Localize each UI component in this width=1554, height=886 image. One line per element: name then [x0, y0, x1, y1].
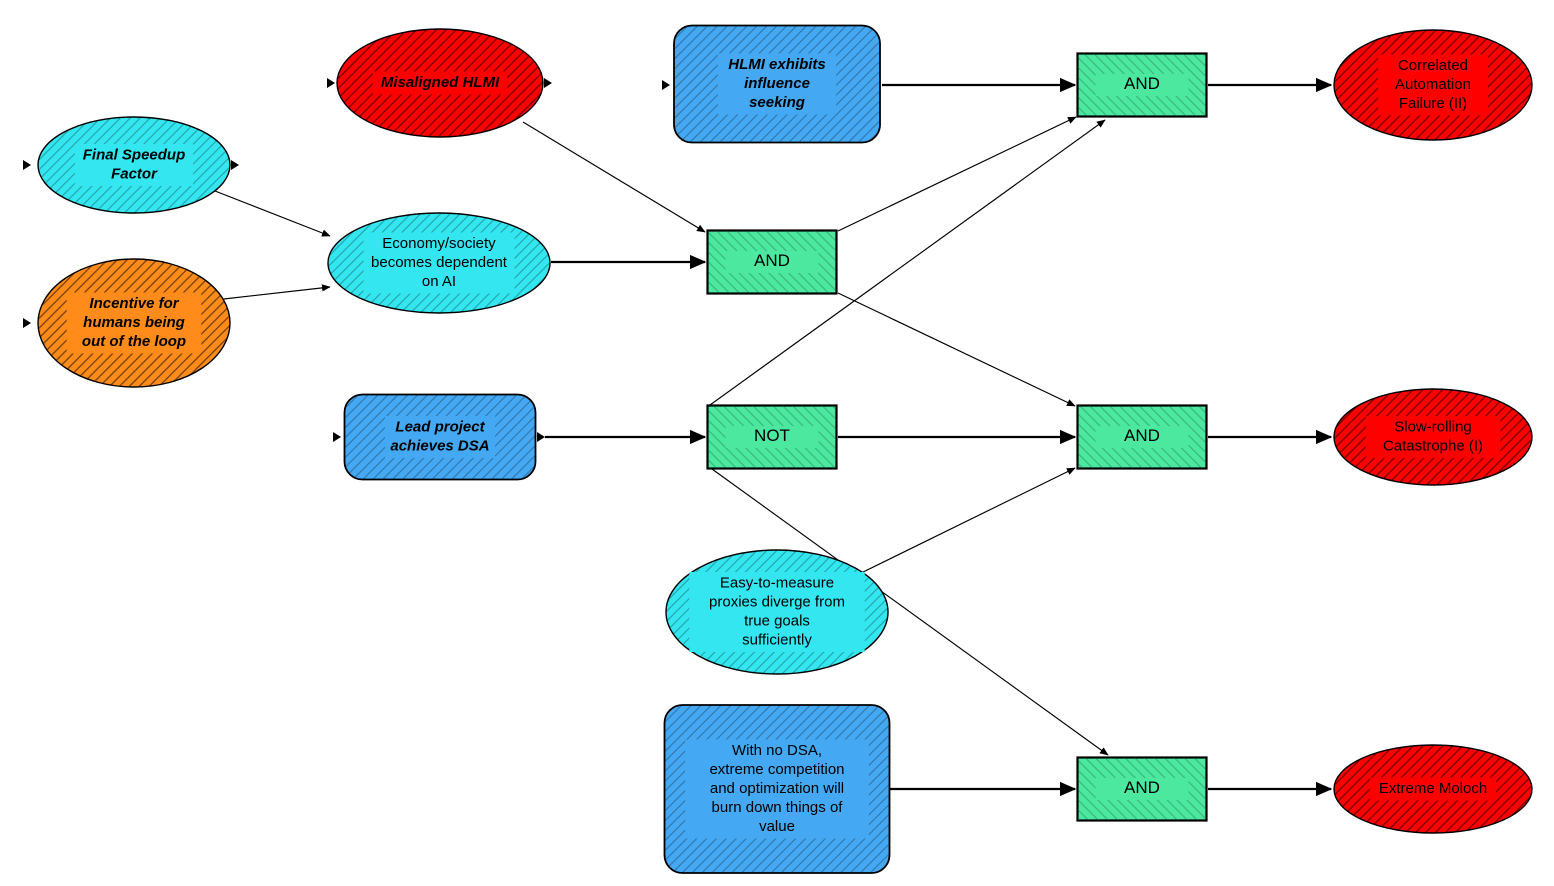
edge-stub-arrow [327, 78, 335, 88]
edge [837, 116, 1077, 232]
node-gate-and-correlated[interactable]: AND [1076, 52, 1208, 118]
edge-stub-arrow [333, 432, 341, 442]
node-label: AND [1124, 74, 1160, 93]
edges-layer [214, 77, 1333, 797]
node-label: AND [1124, 426, 1160, 445]
node-label: AND [1124, 778, 1160, 797]
edge [837, 292, 1076, 407]
edge-stub-arrow [544, 78, 552, 88]
node-gate-and-slowrolling[interactable]: AND [1076, 404, 1208, 470]
node-misaligned-hlmi[interactable]: Misaligned HLMI [336, 28, 544, 138]
node-label: NOT [754, 426, 790, 445]
edge-stub-arrow [231, 160, 239, 170]
edge [854, 467, 1076, 577]
edge [711, 468, 1109, 756]
node-gate-not-dsa[interactable]: NOT [706, 404, 838, 470]
node-label: AND [754, 251, 790, 270]
edge-stub-arrow [23, 318, 31, 328]
node-gate-and-economy[interactable]: AND [706, 229, 838, 295]
edge-stub-arrow [662, 80, 670, 90]
edge [214, 284, 331, 301]
edge [522, 121, 706, 233]
node-label: Misaligned HLMI [381, 74, 500, 91]
edge [214, 190, 331, 237]
edge-stub-arrow [23, 160, 31, 170]
edge [709, 119, 1106, 406]
node-extreme-moloch[interactable]: Extreme Moloch [1333, 744, 1533, 834]
node-label: Extreme Moloch [1379, 780, 1487, 797]
node-gate-and-moloch[interactable]: AND [1076, 756, 1208, 822]
edge-stub-arrow [537, 432, 545, 442]
